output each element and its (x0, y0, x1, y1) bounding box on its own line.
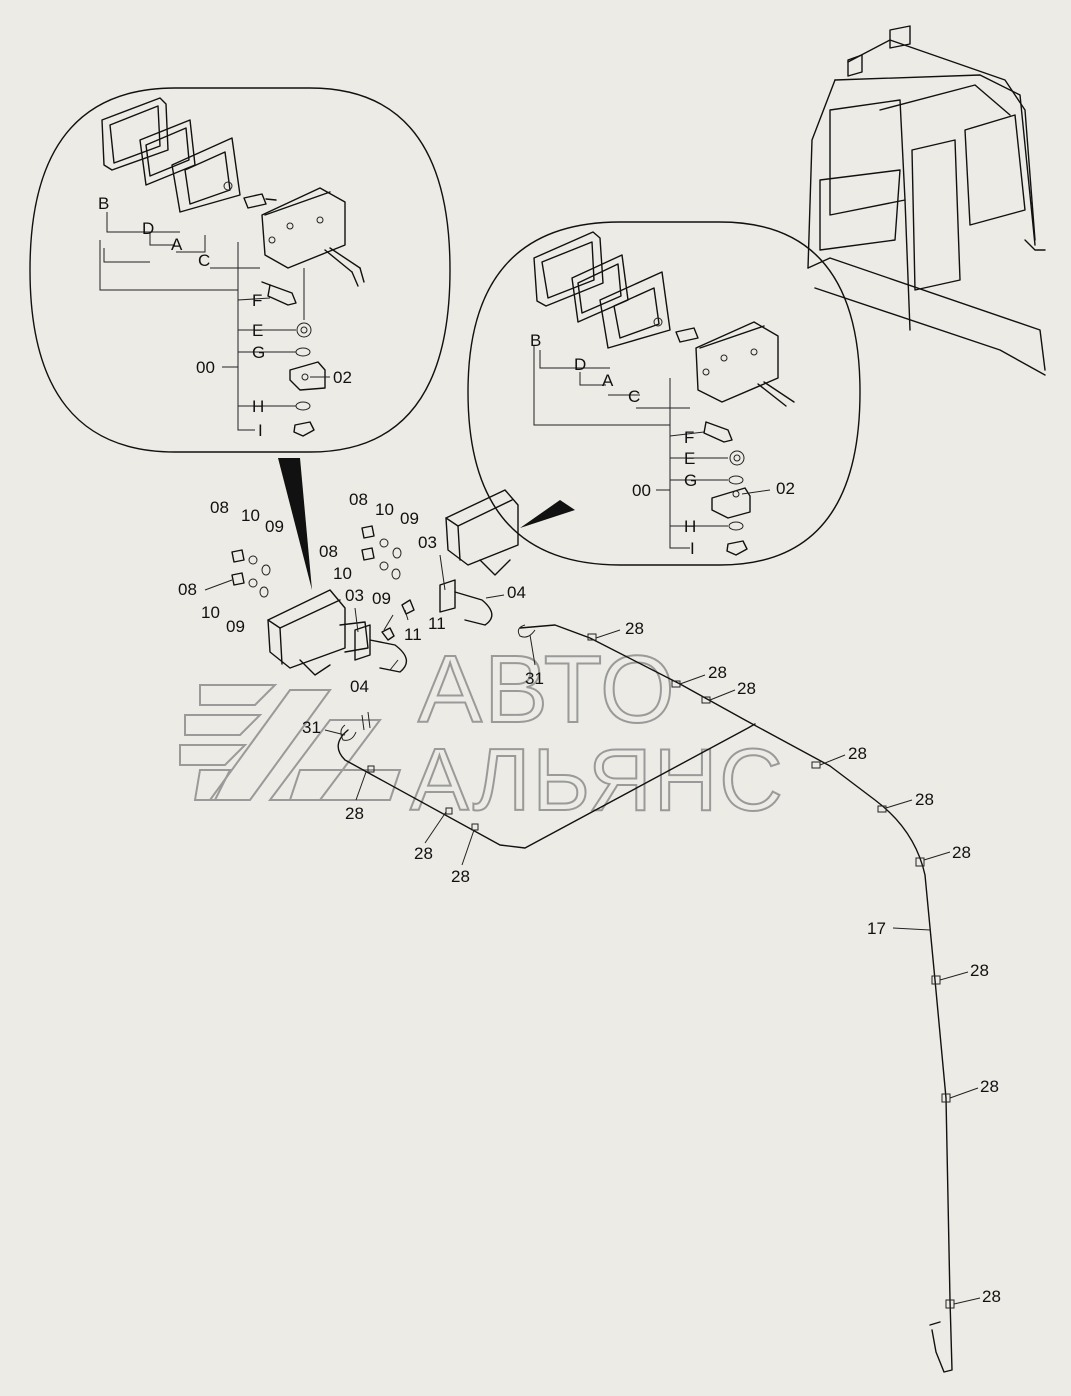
label-left-02: 02 (333, 368, 352, 387)
lamp-bracket-right (439, 579, 493, 626)
label-left-H: H (252, 397, 264, 416)
label-right-E: E (684, 449, 695, 468)
label-right-B: B (530, 331, 541, 350)
washer-h-icon (295, 401, 311, 411)
callout-10: 10 (375, 500, 394, 519)
lamp-lens-icon (171, 137, 241, 213)
flat-washer-icon (295, 347, 311, 357)
callout-11: 11 (428, 614, 446, 633)
work-lamp-right (445, 489, 519, 576)
detail-bubble-right: B D A C F E G H I 00 02 (467, 221, 861, 566)
bolt-icon (703, 421, 733, 443)
label-right-02: 02 (776, 479, 795, 498)
lock-washer-icon (296, 322, 312, 338)
callout-28: 28 (980, 1077, 999, 1096)
detail-bubble-left: B D A C F E G H I 00 02 (29, 87, 451, 590)
callout-09: 09 (226, 617, 245, 636)
callout-28: 28 (708, 663, 727, 682)
excavator-cab-outline (807, 25, 1046, 376)
watermark-emblem-icon (179, 684, 402, 801)
lamp-lens-icon (599, 271, 671, 349)
work-lamp-left (267, 589, 369, 676)
label-left-D: D (142, 219, 154, 238)
label-left-C: C (198, 251, 210, 270)
flat-washer-icon (728, 475, 744, 485)
label-right-D: D (574, 355, 586, 374)
lamp-bracket-left (354, 624, 408, 673)
callout-08: 08 (319, 542, 338, 561)
label-right-C: C (628, 387, 640, 406)
watermark-line2: АЛЬЯНС (410, 730, 785, 829)
label-right-I: I (690, 539, 695, 558)
label-left-A: A (171, 235, 183, 254)
label-right-A: A (602, 371, 614, 390)
callout-10: 10 (333, 564, 352, 583)
callout-28: 28 (970, 961, 989, 980)
callout-09: 09 (372, 589, 391, 608)
label-left-E: E (252, 321, 263, 340)
washer-h-icon (728, 521, 744, 531)
callout-31: 31 (302, 718, 321, 737)
callout-28: 28 (414, 844, 433, 863)
lamp-gasket-icon (571, 254, 629, 323)
callout-08: 08 (178, 580, 197, 599)
lamp-housing-icon (261, 187, 365, 287)
bolt-icon (261, 281, 297, 306)
label-left-I: I (258, 421, 263, 440)
callout-28: 28 (848, 744, 867, 763)
fasteners-center (361, 525, 415, 641)
lamp-frame-icon (533, 231, 604, 307)
callout-28: 28 (345, 804, 364, 823)
callout-labels: 08 10 09 08 10 09 08 10 09 08 10 09 03 0… (178, 490, 1001, 1306)
callout-09: 09 (265, 517, 284, 536)
label-right-G: G (684, 471, 697, 490)
callout-04: 04 (507, 583, 526, 602)
label-right-00: 00 (632, 481, 651, 500)
nut-icon (293, 421, 315, 437)
callout-03: 03 (345, 586, 364, 605)
callout-03: 03 (418, 533, 437, 552)
callout-08: 08 (210, 498, 229, 517)
callout-28: 28 (952, 843, 971, 862)
callout-28: 28 (737, 679, 756, 698)
callout-28: 28 (625, 619, 644, 638)
label-right-H: H (684, 517, 696, 536)
callout-08: 08 (349, 490, 368, 509)
lamp-bulb-icon (675, 327, 699, 343)
mount-bracket-icon (289, 361, 326, 391)
lamp-housing-icon (695, 321, 795, 407)
lamp-gasket-icon (139, 119, 196, 186)
watermark-line1: АВТО (418, 636, 677, 743)
callout-28: 28 (982, 1287, 1001, 1306)
mount-bracket-icon (711, 487, 751, 519)
callout-10: 10 (201, 603, 220, 622)
label-left-G: G (252, 343, 265, 362)
fasteners-left (204, 549, 271, 598)
label-left-00: 00 (196, 358, 215, 377)
label-left-F: F (252, 291, 262, 310)
nut-icon (726, 540, 748, 556)
lamp-frame-icon (101, 97, 169, 171)
callout-28: 28 (915, 790, 934, 809)
callout-11: 11 (404, 625, 422, 644)
lamp-bulb-icon (243, 193, 277, 209)
callout-17: 17 (867, 919, 886, 938)
callout-28: 28 (451, 867, 470, 886)
callout-31: 31 (525, 669, 544, 688)
watermark-logo: АВТО АЛЬЯНС (179, 635, 785, 830)
label-right-F: F (684, 428, 694, 447)
callout-leaders (324, 554, 981, 1305)
lock-washer-icon (729, 450, 745, 466)
callout-10: 10 (241, 506, 260, 525)
callout-04: 04 (350, 677, 369, 696)
callout-09: 09 (400, 509, 419, 528)
label-left-B: B (98, 194, 109, 213)
